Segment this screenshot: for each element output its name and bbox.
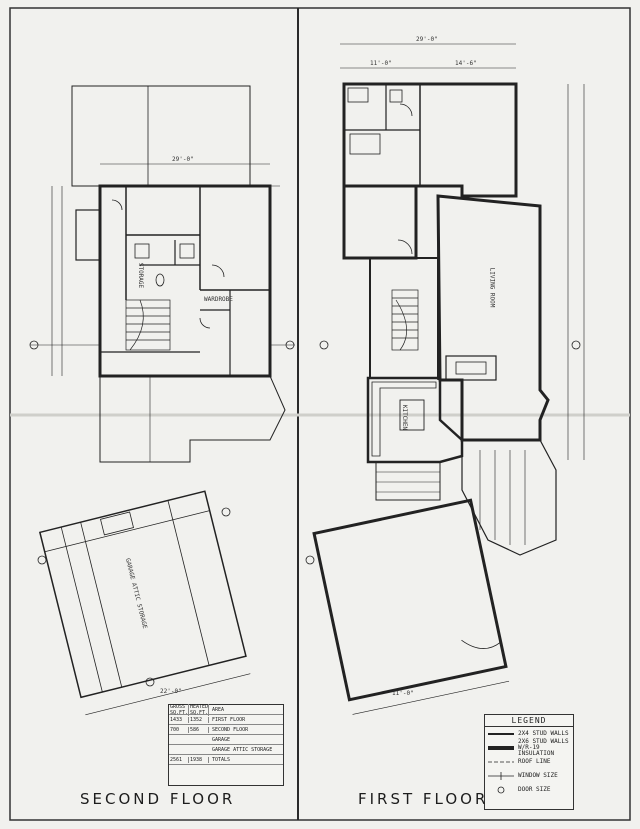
section-marker [285, 340, 295, 350]
table-row: GARAGE [169, 735, 283, 745]
door-size-symbol [488, 786, 514, 794]
second-floor-plan [29, 85, 295, 716]
fixture [134, 243, 150, 259]
second-floor-left-bump [75, 209, 101, 261]
dim-label: 29'-0" [416, 36, 438, 43]
wall-2x4-symbol [488, 730, 514, 738]
table-row: GARAGE ATTIC STORAGE [169, 745, 283, 755]
second-floor-stairs [125, 299, 171, 351]
fixture [349, 133, 381, 155]
section-marker [145, 677, 155, 687]
roof-line-symbol [488, 758, 514, 766]
first-floor-core [369, 257, 439, 379]
area-header-heated: HEATED SQ.FT. [190, 703, 209, 716]
legend-label: DOOR SIZE [518, 786, 551, 793]
area-cell: GARAGE ATTIC STORAGE [212, 746, 273, 753]
fixture [155, 273, 165, 287]
first-floor-garage [312, 498, 510, 715]
first-floor-bedroom [342, 184, 418, 260]
room-label-wardrobe: WARDROBE [204, 296, 233, 303]
fixture [389, 89, 403, 103]
area-cell: 586 [189, 726, 209, 733]
legend-label: WINDOW SIZE [518, 772, 558, 779]
second-floor-title: SECOND FLOOR [80, 790, 236, 808]
legend-item: ROOF LINE [485, 755, 573, 769]
entry-steps [375, 461, 441, 501]
dim-label: 11'-0" [370, 60, 392, 67]
area-cell: SECOND FLOOR [212, 726, 249, 733]
legend-item: DOOR SIZE [485, 783, 573, 797]
area-table-header: GROSS SQ.FT. HEATED SQ.FT. AREA [169, 703, 283, 716]
legend-title: LEGEND [485, 715, 573, 727]
dim-line [352, 680, 510, 715]
garage-walls [312, 498, 508, 702]
first-floor-walls-upper [342, 82, 518, 198]
section-marker [29, 340, 39, 350]
legend-label: 2X4 STUD WALLS [518, 730, 569, 737]
section-marker [37, 555, 47, 565]
first-floor-stairs [391, 289, 419, 351]
window-size-symbol [488, 772, 514, 780]
garage-door-swing [461, 639, 501, 649]
door-swing [111, 199, 123, 211]
first-floor-walls-living [436, 194, 550, 442]
room-label-kitchen: KITCHEN [401, 404, 409, 431]
legend-item: 2X6 STUD WALLS W/R-19 INSULATION [485, 738, 573, 757]
first-floor-kitchen [366, 376, 464, 464]
dim-label: 22'-0" [160, 688, 182, 695]
first-floor-title: FIRST FLOOR [358, 790, 489, 808]
dim-label: 11'-0" [392, 690, 414, 697]
door-swing [199, 317, 211, 329]
garage-attic-plan [38, 490, 251, 716]
door-swing [397, 239, 413, 255]
table-row: 1433 1352 FIRST FLOOR [169, 715, 283, 725]
room-label-living: LIVING ROOM [488, 267, 496, 308]
area-header-gross: GROSS SQ.FT. [170, 703, 189, 716]
roof-outline-lower [99, 375, 286, 463]
area-cell: TOTALS [212, 756, 231, 763]
first-floor-bay [461, 439, 557, 556]
section-marker [571, 340, 581, 350]
room-label-storage: STORAGE [137, 262, 145, 289]
area-cell: FIRST FLOOR [212, 716, 246, 723]
table-row: 2561 1938 TOTALS [169, 755, 283, 765]
legend: LEGEND 2X4 STUD WALLS 2X6 STUD WALLS W/R… [484, 714, 574, 810]
area-cell: 1433 [169, 716, 189, 723]
section-marker [319, 340, 329, 350]
legend-label: 2X6 STUD WALLS W/R-19 INSULATION [518, 738, 569, 757]
legend-label: ROOF LINE [518, 758, 551, 765]
table-row: 700 586 SECOND FLOOR [169, 725, 283, 735]
area-table: GROSS SQ.FT. HEATED SQ.FT. AREA 1433 135… [168, 703, 284, 786]
fixture [347, 87, 369, 103]
first-floor-plan [305, 43, 585, 715]
roof-outline-upper [71, 85, 251, 187]
dim-line [85, 673, 251, 716]
garage-attic-walls [38, 490, 247, 699]
fixture [179, 243, 195, 259]
wall-2x6-symbol [488, 744, 514, 752]
area-cell: GARAGE [212, 736, 231, 743]
fireplace [445, 355, 497, 381]
area-cell: 1938 [189, 756, 209, 763]
legend-item: 2X4 STUD WALLS [485, 727, 573, 741]
dim-label: 29'-0" [172, 156, 194, 163]
section-marker [305, 555, 315, 565]
door-swing [211, 264, 225, 278]
area-cell: 1352 [189, 716, 209, 723]
section-marker [221, 507, 231, 517]
area-cell: 700 [169, 726, 189, 733]
kitchen-counter [371, 381, 437, 457]
kitchen-island [399, 399, 425, 431]
area-cell: 2561 [169, 756, 189, 763]
door-swing [399, 103, 413, 117]
legend-item: WINDOW SIZE [485, 769, 573, 783]
dim-label: 14'-6" [455, 60, 477, 67]
area-header-area: AREA [212, 706, 225, 713]
